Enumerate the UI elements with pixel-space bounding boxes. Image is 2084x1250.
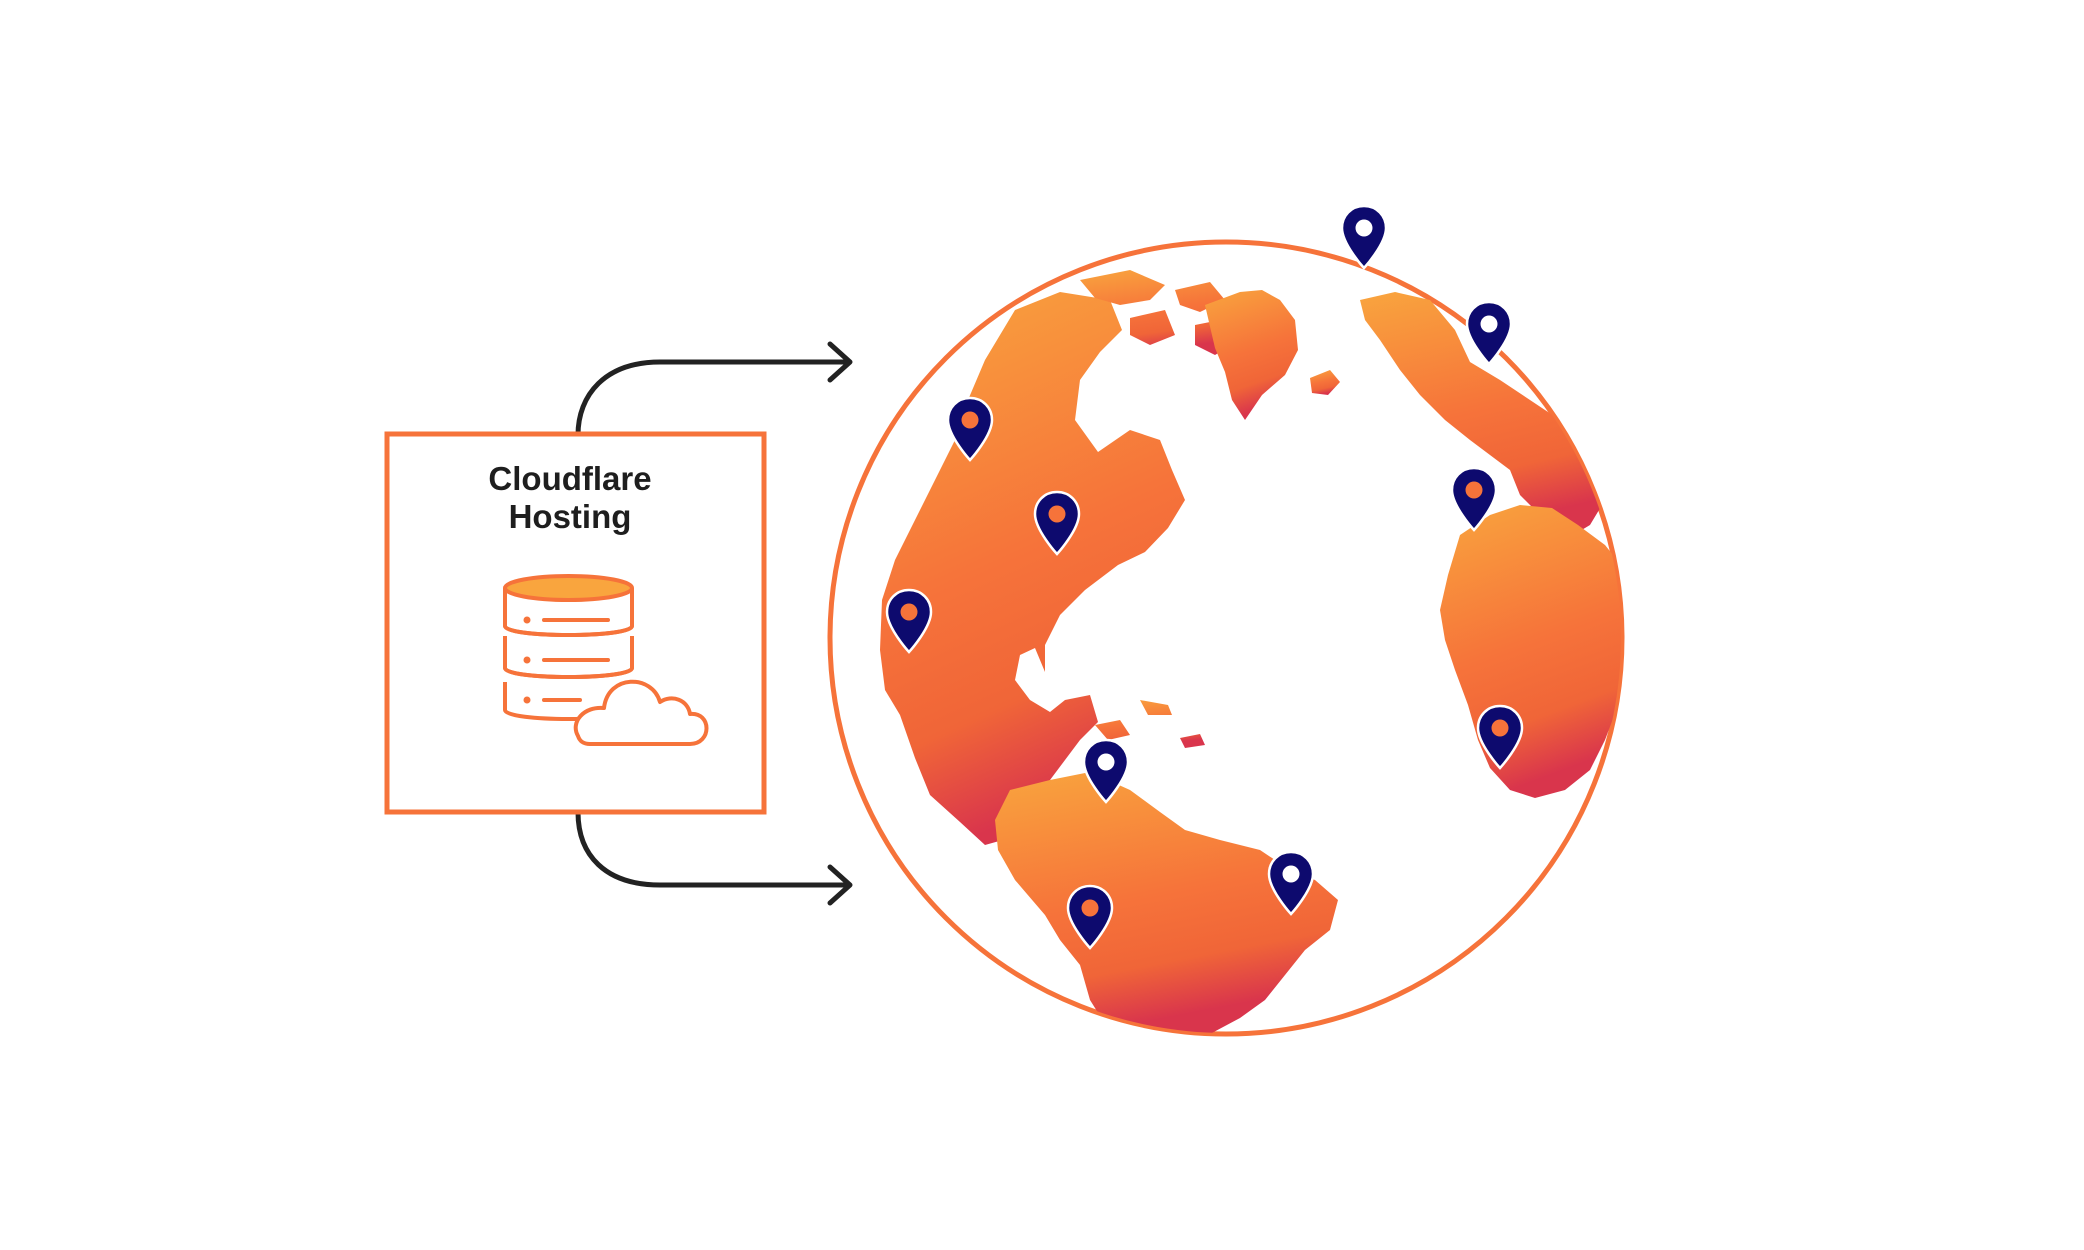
hosting-box: Cloudflare Hosting (384, 431, 767, 815)
south-america-landmass (995, 772, 1338, 1033)
pin-south-america-south[interactable] (1066, 884, 1114, 950)
upper-connector-arrow (575, 341, 853, 438)
greenland-landmass (1205, 290, 1298, 420)
pin-mexico[interactable] (885, 588, 933, 654)
pin-northern-europe[interactable] (1465, 300, 1513, 366)
hosting-box-title-line2: Hosting (509, 498, 632, 535)
pin-west-africa[interactable] (1450, 466, 1498, 532)
pin-north-america-east[interactable] (1033, 490, 1081, 556)
globe-icon (827, 204, 1625, 1037)
pin-north-america-west[interactable] (946, 396, 994, 462)
pin-south-africa[interactable] (1476, 704, 1524, 770)
pin-colombia[interactable] (1082, 738, 1130, 804)
database-cloud-icon (503, 574, 709, 746)
caribbean-islands (1095, 700, 1205, 748)
pin-greenland[interactable] (1340, 204, 1388, 270)
lower-connector-arrow (575, 809, 853, 906)
pin-brazil-east[interactable] (1267, 850, 1315, 916)
iceland-landmass (1310, 370, 1340, 395)
north-america-landmass (880, 292, 1185, 845)
arctic-islands (1080, 270, 1240, 355)
europe-landmass (1360, 292, 1621, 540)
hosting-box-title-line1: Cloudflare (488, 460, 651, 497)
